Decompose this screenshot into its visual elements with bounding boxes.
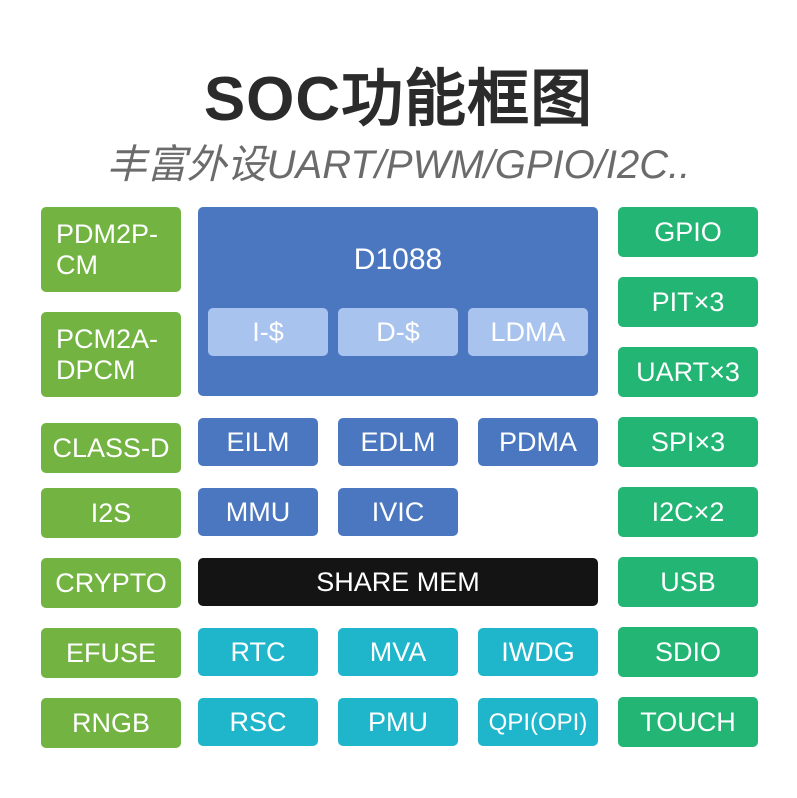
rsc-label: RSC bbox=[229, 706, 287, 737]
class-d-block: CLASS-D bbox=[41, 423, 181, 473]
pcm2adpcm-block: PCM2A-DPCM bbox=[41, 312, 181, 397]
i2c-block: I2C×2 bbox=[618, 487, 758, 537]
efuse-label: EFUSE bbox=[65, 637, 157, 668]
cpu-name: D1088 bbox=[353, 243, 443, 276]
page-title: SOC功能框图 bbox=[203, 65, 594, 134]
page-subtitle: 丰富外设UART/PWM/GPIO/I2C.. bbox=[106, 143, 691, 187]
ivic-label: IVIC bbox=[371, 496, 425, 527]
edlm-block: EDLM bbox=[338, 418, 458, 466]
icache-label: I-$ bbox=[252, 316, 284, 347]
sdio-block: SDIO bbox=[618, 627, 758, 677]
rngb-block: RNGB bbox=[41, 698, 181, 748]
rngb-label: RNGB bbox=[71, 707, 150, 738]
dcache-label: D-$ bbox=[376, 316, 420, 347]
efuse-block: EFUSE bbox=[41, 628, 181, 678]
pdma-label: PDMA bbox=[498, 426, 577, 457]
pdma-block: PDMA bbox=[478, 418, 598, 466]
icache-block: I-$ bbox=[208, 308, 328, 356]
touch-block: TOUCH bbox=[618, 697, 758, 747]
pit-block: PIT×3 bbox=[618, 277, 758, 327]
share-mem-label: SHARE MEM bbox=[316, 566, 480, 597]
ivic-block: IVIC bbox=[338, 488, 458, 536]
spi-label: SPI×3 bbox=[650, 426, 726, 457]
eilm-block: EILM bbox=[198, 418, 318, 466]
rsc-block: RSC bbox=[198, 698, 318, 746]
mva-label: MVA bbox=[369, 636, 427, 667]
pdm2pcm-label: PDM2P-CM bbox=[56, 218, 159, 280]
mmu-block: MMU bbox=[198, 488, 318, 536]
i2s-label: I2S bbox=[90, 497, 132, 528]
pdm2pcm-block: PDM2P-CM bbox=[41, 207, 181, 292]
crypto-block: CRYPTO bbox=[41, 558, 181, 608]
touch-label: TOUCH bbox=[640, 706, 736, 737]
ldma-label: LDMA bbox=[490, 316, 566, 347]
sdio-label: SDIO bbox=[654, 636, 721, 667]
mmu-label: MMU bbox=[225, 496, 291, 527]
eilm-label: EILM bbox=[226, 426, 290, 457]
rtc-block: RTC bbox=[198, 628, 318, 676]
pmu-label: PMU bbox=[368, 706, 428, 737]
i2s-block: I2S bbox=[41, 488, 181, 538]
rtc-label: RTC bbox=[230, 636, 286, 667]
spi-block: SPI×3 bbox=[618, 417, 758, 467]
pit-label: PIT×3 bbox=[651, 286, 725, 317]
usb-label: USB bbox=[660, 566, 716, 597]
share-mem-block: SHARE MEM bbox=[198, 558, 598, 606]
crypto-label: CRYPTO bbox=[55, 567, 167, 598]
mva-block: MVA bbox=[338, 628, 458, 676]
uart-label: UART×3 bbox=[636, 356, 740, 387]
class-d-label: CLASS-D bbox=[52, 432, 170, 463]
edlm-label: EDLM bbox=[360, 426, 436, 457]
qpi-label: QPI(OPI) bbox=[488, 708, 588, 736]
pcm2adpcm-label: PCM2A-DPCM bbox=[56, 323, 159, 385]
dcache-block: D-$ bbox=[338, 308, 458, 356]
iwdg-label: IWDG bbox=[501, 636, 575, 667]
uart-block: UART×3 bbox=[618, 347, 758, 397]
gpio-block: GPIO bbox=[618, 207, 758, 257]
pmu-block: PMU bbox=[338, 698, 458, 746]
cpu-core-block: D1088 I-$ D-$ LDMA bbox=[198, 207, 598, 396]
i2c-label: I2C×2 bbox=[651, 496, 725, 527]
ldma-block: LDMA bbox=[468, 308, 588, 356]
qpi-block: QPI(OPI) bbox=[478, 698, 598, 746]
gpio-label: GPIO bbox=[654, 216, 722, 247]
iwdg-block: IWDG bbox=[478, 628, 598, 676]
usb-block: USB bbox=[618, 557, 758, 607]
